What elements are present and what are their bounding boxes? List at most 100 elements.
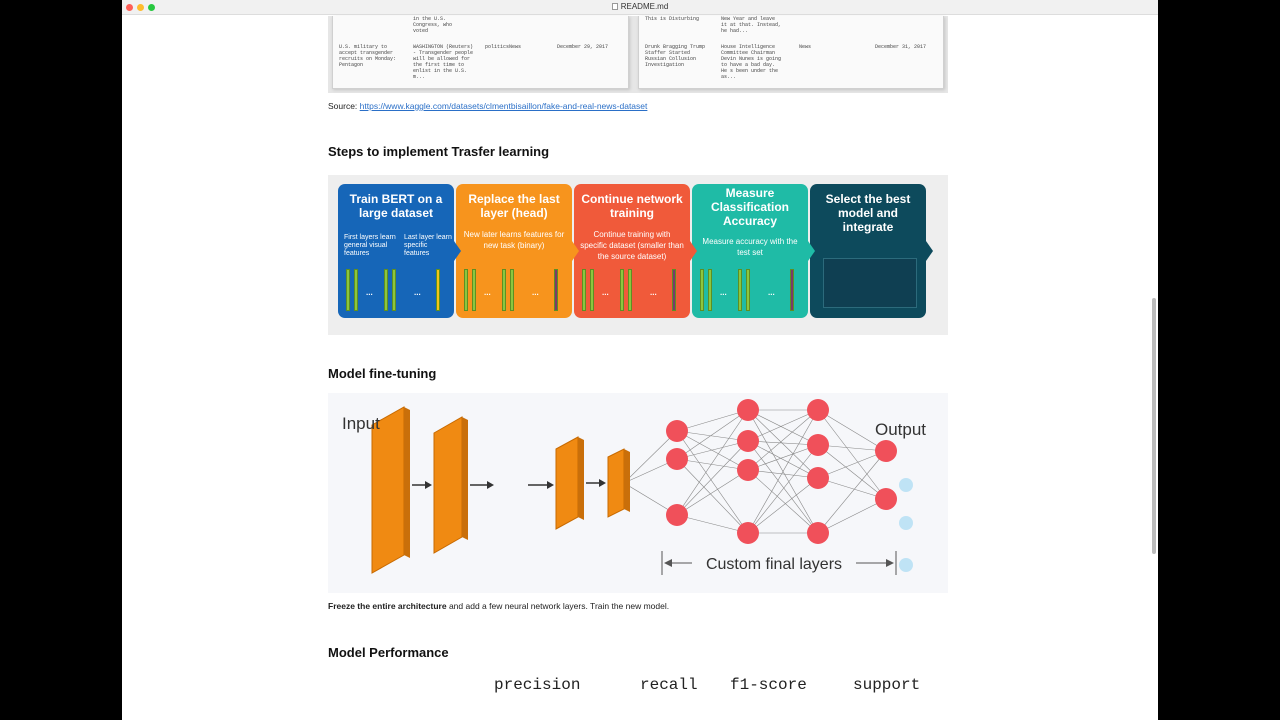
step-title: Continue network training: [581, 192, 683, 220]
network-node: [666, 420, 688, 442]
table-cell: Drunk Bragging Trump Staffer Started Rus…: [645, 44, 706, 68]
network-edge: [676, 430, 749, 442]
step-arrow-icon: [926, 241, 933, 261]
network-edge: [817, 477, 887, 500]
network-edge: [817, 450, 887, 479]
network-edge: [747, 409, 819, 446]
step-arrow-icon: [690, 241, 697, 261]
network-edge: [676, 469, 749, 516]
step-arrow-icon: [454, 241, 461, 261]
table-cell: U.S. military to accept transgender recr…: [339, 44, 397, 68]
network-node: [875, 488, 897, 510]
step-label-last-layer: Last layer learn specific features: [404, 234, 452, 257]
network-edge: [676, 458, 749, 534]
vertical-scrollbar[interactable]: [1152, 298, 1156, 554]
transfer-learning-steps-image: Train BERT on a large dataset First laye…: [328, 175, 948, 335]
layer-bar: [620, 269, 624, 311]
performance-heading: Model Performance: [328, 645, 449, 660]
caption-bold: Freeze the entire architecture: [328, 601, 447, 611]
table-cell: December 31, 2017: [875, 44, 927, 50]
network-edge: [747, 409, 819, 534]
network-edge: [676, 440, 749, 460]
table-card-right: This is Disturbing New Year and leave it…: [638, 16, 944, 89]
network-edge: [817, 444, 887, 452]
conv-layer-side: [624, 449, 630, 512]
network-node: [737, 399, 759, 421]
document-icon: [611, 3, 618, 10]
network-node: [737, 522, 759, 544]
network-edge: [747, 440, 819, 479]
layer-bar: [672, 269, 676, 311]
faded-output-node: [899, 478, 913, 492]
steps-heading: Steps to implement Trasfer learning: [328, 144, 550, 159]
network-node: [737, 430, 759, 452]
network-edge: [747, 469, 819, 534]
network-edge: [817, 409, 887, 500]
step-title: Train BERT on a large dataset: [349, 192, 443, 220]
conv-layer-side: [404, 407, 410, 558]
network-edge: [747, 444, 819, 534]
layer-bar: [510, 269, 514, 311]
step-arrow-icon: [808, 241, 815, 261]
network-edge: [817, 444, 887, 500]
layer-bar: [582, 269, 586, 311]
layer-bar: [554, 269, 558, 311]
flow-arrow-head: [487, 481, 494, 489]
table-cell: WASHINGTON (Reuters) - Transgender peopl…: [413, 44, 474, 80]
network-edge: [676, 440, 749, 516]
network-edge: [747, 409, 819, 479]
network-edge: [676, 409, 749, 460]
network-edge: [747, 444, 819, 471]
custom-layers-label: Custom final layers: [706, 556, 842, 573]
layer-bar: [464, 269, 468, 311]
dataset-table-image: in the U.S. Congress, who voted U.S. mil…: [328, 16, 948, 93]
maximize-window-button[interactable]: [148, 4, 155, 11]
conv-layers: [371, 406, 630, 574]
step-title: Select the best model and integrate: [825, 192, 911, 234]
faded-output-node: [899, 516, 913, 530]
table-card-left: in the U.S. Congress, who voted U.S. mil…: [332, 16, 629, 89]
network-nodes: [666, 399, 913, 572]
network-node: [807, 522, 829, 544]
layer-bar: [590, 269, 594, 311]
flow-arrows: [412, 479, 606, 489]
layer-bar: [346, 269, 350, 311]
layer-bar: [738, 269, 742, 311]
layer-bar: [502, 269, 506, 311]
caption-text: and add a few neural network layers. Tra…: [446, 601, 670, 611]
table-cell: in the U.S. Congress, who voted: [413, 16, 453, 34]
layer-bar: [746, 269, 750, 311]
conv-layer: [607, 448, 625, 518]
network-edge: [747, 440, 819, 534]
step-label-first-layers: First layers learn general visual featur…: [344, 234, 396, 257]
minimize-window-button[interactable]: [137, 4, 144, 11]
layer-bar: [790, 269, 794, 311]
network-edge: [817, 498, 887, 534]
fine-tuning-diagram: Input Output Custom final layers: [342, 399, 926, 575]
conv-layer-side: [578, 437, 584, 520]
step-card-continue-training: Continue network training Continue train…: [574, 184, 690, 318]
network-edge: [817, 450, 887, 534]
input-label: Input: [342, 414, 380, 433]
faded-output-node: [899, 558, 913, 572]
network-edge: [676, 514, 749, 534]
layer-bar: [628, 269, 632, 311]
step-title: Measure Classification Accuracy: [710, 186, 790, 228]
ellipsis-icon: ...: [768, 288, 775, 297]
flow-arrow-head: [599, 479, 606, 487]
conv-layer: [555, 436, 579, 530]
network-node: [807, 399, 829, 421]
column-header-f1-score: f1-score: [730, 676, 807, 694]
step-title: Replace the last layer (head): [468, 192, 560, 220]
table-cell: politicsNews: [485, 44, 522, 50]
network-node: [875, 440, 897, 462]
world-map-image: [823, 258, 917, 308]
step-subtitle: New later learns features for new task (…: [463, 230, 565, 250]
source-link[interactable]: https://www.kaggle.com/datasets/clmentbi…: [359, 101, 648, 111]
app-window: README.md in the U.S. Congress, who vote…: [122, 0, 1158, 720]
source-line: Source: https://www.kaggle.com/datasets/…: [328, 101, 647, 111]
layer-bar: [472, 269, 476, 311]
ellipsis-icon: ...: [414, 288, 421, 297]
close-window-button[interactable]: [126, 4, 133, 11]
step-card-replace-head: Replace the last layer (head) New later …: [456, 184, 572, 318]
